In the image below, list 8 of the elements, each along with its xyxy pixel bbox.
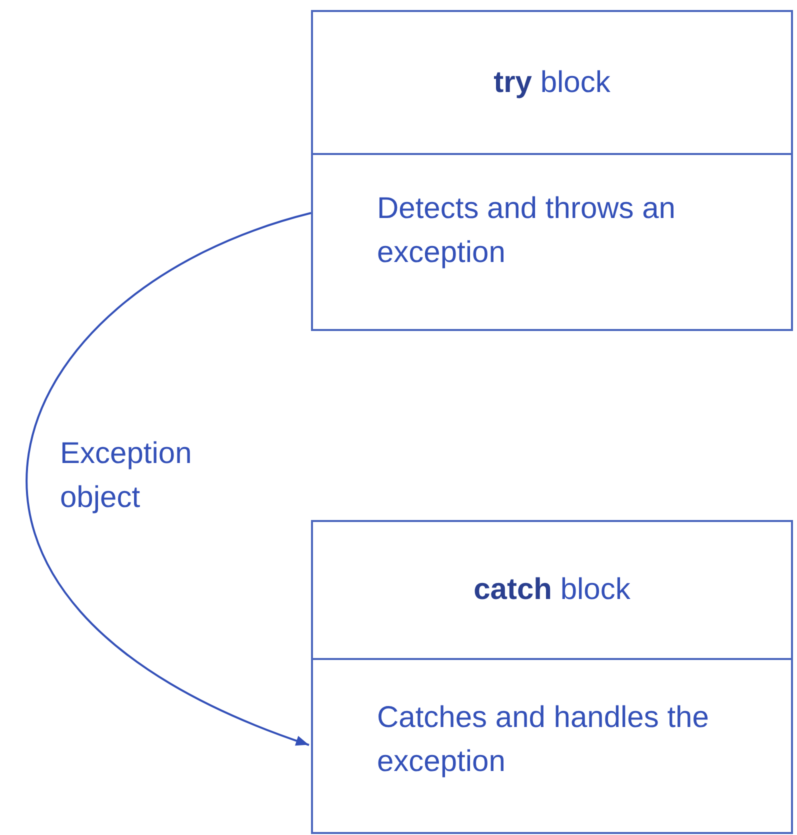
process-box [311,10,793,331]
edge-label: Exception object [60,436,193,516]
curved-arrow [28,212,312,746]
block-description: Catches and handles the exception [377,700,710,780]
process-box [311,520,793,834]
block-title: catch block [474,573,630,607]
block-description: Detects and throws an exception [377,191,676,271]
block-title: try block [494,66,610,100]
